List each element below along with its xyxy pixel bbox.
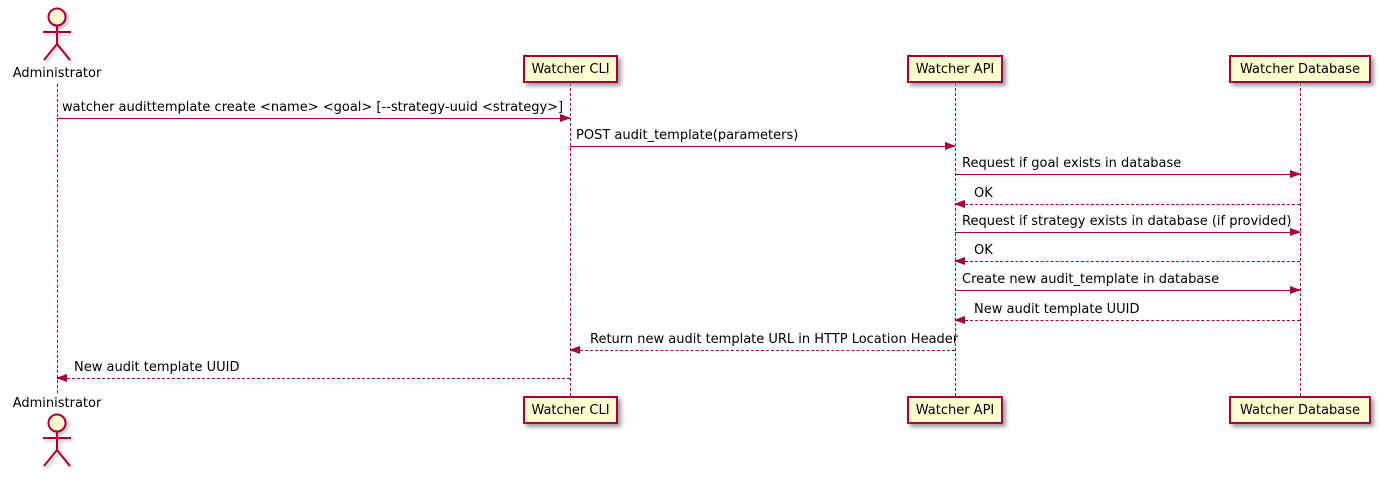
lifeline-watcher-database [1300, 83, 1301, 396]
participant-label: Watcher Database [1240, 402, 1360, 418]
message-label: watcher audittemplate create <name> <goa… [62, 100, 564, 115]
participant-box-watcher-cli-top: Watcher CLI [523, 55, 618, 83]
participant-box-watcher-database-bottom: Watcher Database [1229, 396, 1371, 424]
message-arrow [954, 316, 1300, 324]
lifeline-watcher-api [955, 83, 956, 396]
message-arrow [955, 286, 1301, 294]
participant-label: Watcher API [915, 402, 995, 418]
message-label: New audit template UUID [74, 360, 240, 375]
participant-box-watcher-database-top: Watcher Database [1229, 55, 1371, 83]
actor-label-top: Administrator [12, 66, 102, 81]
message-arrow [955, 170, 1301, 178]
arrowhead-right-icon [1290, 286, 1301, 294]
message-arrow [955, 228, 1301, 236]
lifeline-watcher-cli [570, 83, 571, 396]
arrowhead-left-icon [569, 346, 580, 354]
message-label: Request if strategy exists in database (… [962, 214, 1292, 229]
arrowhead-right-icon [1290, 228, 1301, 236]
message-arrow [954, 257, 1300, 265]
message-arrow [954, 200, 1300, 208]
lifeline-administrator [57, 84, 58, 393]
message-label: New audit template UUID [974, 302, 1140, 317]
actor-icon [43, 413, 71, 467]
participant-label: Watcher Database [1240, 61, 1360, 77]
message-label: Return new audit template URL in HTTP Lo… [590, 332, 959, 347]
message-arrow [569, 346, 955, 354]
message-label: OK [974, 186, 993, 201]
participant-label: Watcher CLI [531, 402, 610, 418]
participant-box-watcher-api-top: Watcher API [907, 55, 1003, 83]
message-label: POST audit_template(parameters) [576, 128, 799, 143]
arrowhead-left-icon [954, 257, 965, 265]
arrowhead-left-icon [954, 200, 965, 208]
message-arrow [570, 142, 956, 150]
message-arrow [57, 114, 571, 122]
actor-label-bottom: Administrator [12, 396, 102, 411]
arrowhead-right-icon [560, 114, 571, 122]
arrowhead-right-icon [1290, 170, 1301, 178]
participant-box-watcher-api-bottom: Watcher API [907, 396, 1003, 424]
arrowhead-right-icon [945, 142, 956, 150]
participant-label: Watcher CLI [531, 61, 610, 77]
message-label: OK [974, 243, 993, 258]
participant-label: Watcher API [915, 61, 995, 77]
message-label: Create new audit_template in database [962, 272, 1220, 287]
actor-icon [43, 7, 71, 61]
arrowhead-left-icon [954, 316, 965, 324]
arrowhead-left-icon [56, 374, 67, 382]
message-label: Request if goal exists in database [962, 156, 1182, 171]
participant-box-watcher-cli-bottom: Watcher CLI [523, 396, 618, 424]
message-arrow [56, 374, 570, 382]
